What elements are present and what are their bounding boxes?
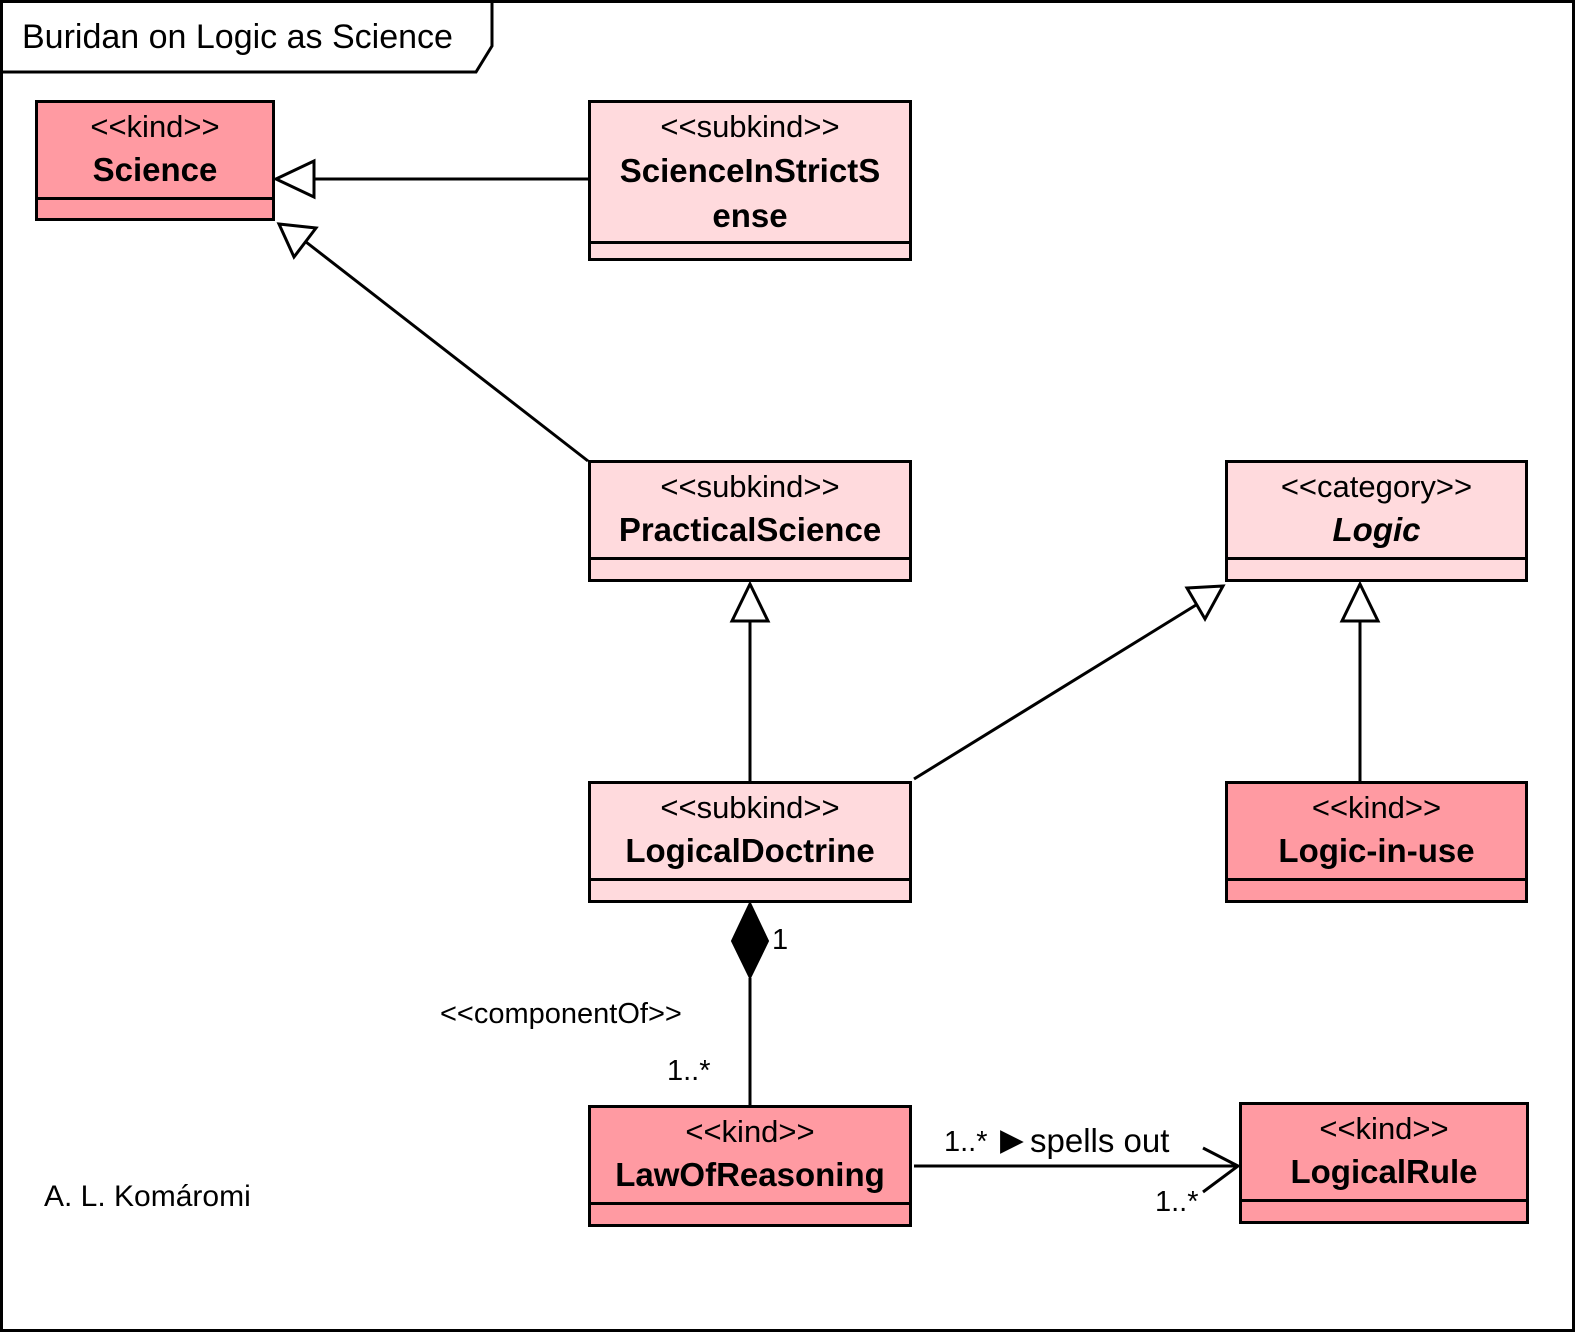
association-target-multiplicity: 1..* xyxy=(1155,1186,1199,1218)
stereotype: <<category>> xyxy=(1280,469,1473,504)
generalization-doctrine-to-logic[interactable] xyxy=(913,584,1226,781)
class-header: <<kind>> LawOfReasoning xyxy=(591,1108,909,1205)
attribute-compartment xyxy=(38,200,272,218)
stereotype: <<kind>> xyxy=(90,109,220,144)
class-name: LawOfReasoning xyxy=(615,1156,885,1193)
composition-stereotype: <<componentOf>> xyxy=(440,998,682,1030)
generalization-strict-to-science[interactable] xyxy=(272,158,588,200)
title-tab-outline xyxy=(1,1,494,74)
class-practical-science[interactable]: <<subkind>> PracticalScience xyxy=(588,460,912,582)
generalization-arrowhead xyxy=(1339,580,1381,623)
attribute-compartment xyxy=(591,1205,909,1224)
attribute-compartment xyxy=(1228,881,1525,900)
class-header: <<subkind>> LogicalDoctrine xyxy=(591,784,909,881)
association-source-multiplicity: 1..* xyxy=(944,1126,988,1158)
author-credit: A. L. Komáromi xyxy=(44,1180,251,1213)
attribute-compartment xyxy=(591,244,909,258)
attribute-compartment xyxy=(1242,1202,1526,1221)
class-science[interactable]: <<kind>> Science xyxy=(35,100,275,221)
generalization-arrowhead xyxy=(276,222,319,260)
class-header: <<category>> Logic xyxy=(1228,463,1525,560)
association-spells-out[interactable] xyxy=(914,1146,1241,1194)
class-name: Logic-in-use xyxy=(1278,832,1475,869)
stereotype: <<kind>> xyxy=(1311,790,1442,825)
class-header: <<kind>> LogicalRule xyxy=(1242,1105,1526,1202)
class-name: LogicalRule xyxy=(1290,1153,1478,1190)
class-science-in-strict-sense[interactable]: <<subkind>> ScienceInStrictS ense xyxy=(588,100,912,261)
open-arrowhead-icon xyxy=(1202,1146,1241,1194)
class-name: Logic xyxy=(1332,511,1421,548)
class-law-of-reasoning[interactable]: <<kind>> LawOfReasoning xyxy=(588,1105,912,1227)
class-logical-doctrine[interactable]: <<subkind>> LogicalDoctrine xyxy=(588,781,912,903)
composition-componentof[interactable] xyxy=(730,900,770,1105)
class-name: LogicalDoctrine xyxy=(625,832,875,869)
composition-part-multiplicity: 1..* xyxy=(667,1055,711,1087)
generalization-arrowhead xyxy=(1184,584,1226,623)
class-header: <<kind>> Science xyxy=(38,103,272,200)
attribute-compartment xyxy=(1228,560,1525,579)
class-name: Science xyxy=(92,151,218,188)
stereotype: <<subkind>> xyxy=(660,790,840,825)
stereotype: <<subkind>> xyxy=(660,469,840,504)
composition-diamond-icon xyxy=(730,900,770,981)
generalization-practical-to-science[interactable] xyxy=(276,222,589,463)
generalization-doctrine-to-practical[interactable] xyxy=(729,580,771,781)
class-name: PracticalScience xyxy=(618,511,882,548)
composition-whole-multiplicity: 1 xyxy=(772,924,789,956)
generalization-logicinuse-to-logic[interactable] xyxy=(1339,580,1381,781)
diagram-title: Buridan on Logic as Science xyxy=(22,18,453,56)
stereotype: <<kind>> xyxy=(1319,1111,1449,1146)
stereotype: <<kind>> xyxy=(685,1114,815,1149)
class-logic-in-use[interactable]: <<kind>> Logic-in-use xyxy=(1225,781,1528,903)
generalization-arrowhead xyxy=(729,580,771,623)
class-name-line1: ScienceInStrictS xyxy=(619,152,881,189)
stereotype: <<subkind>> xyxy=(660,109,840,144)
class-logic[interactable]: <<category>> Logic xyxy=(1225,460,1528,582)
class-header: <<subkind>> ScienceInStrictS ense xyxy=(591,103,909,244)
class-logical-rule[interactable]: <<kind>> LogicalRule xyxy=(1239,1102,1529,1224)
class-header: <<kind>> Logic-in-use xyxy=(1228,784,1525,881)
attribute-compartment xyxy=(591,560,909,579)
attribute-compartment xyxy=(591,881,909,900)
association-direction-icon: ▶ xyxy=(1000,1122,1024,1157)
generalization-arrowhead xyxy=(272,158,316,200)
class-header: <<subkind>> PracticalScience xyxy=(591,463,909,560)
association-name: spells out xyxy=(1030,1122,1170,1159)
class-name-line2: ense xyxy=(712,197,788,234)
